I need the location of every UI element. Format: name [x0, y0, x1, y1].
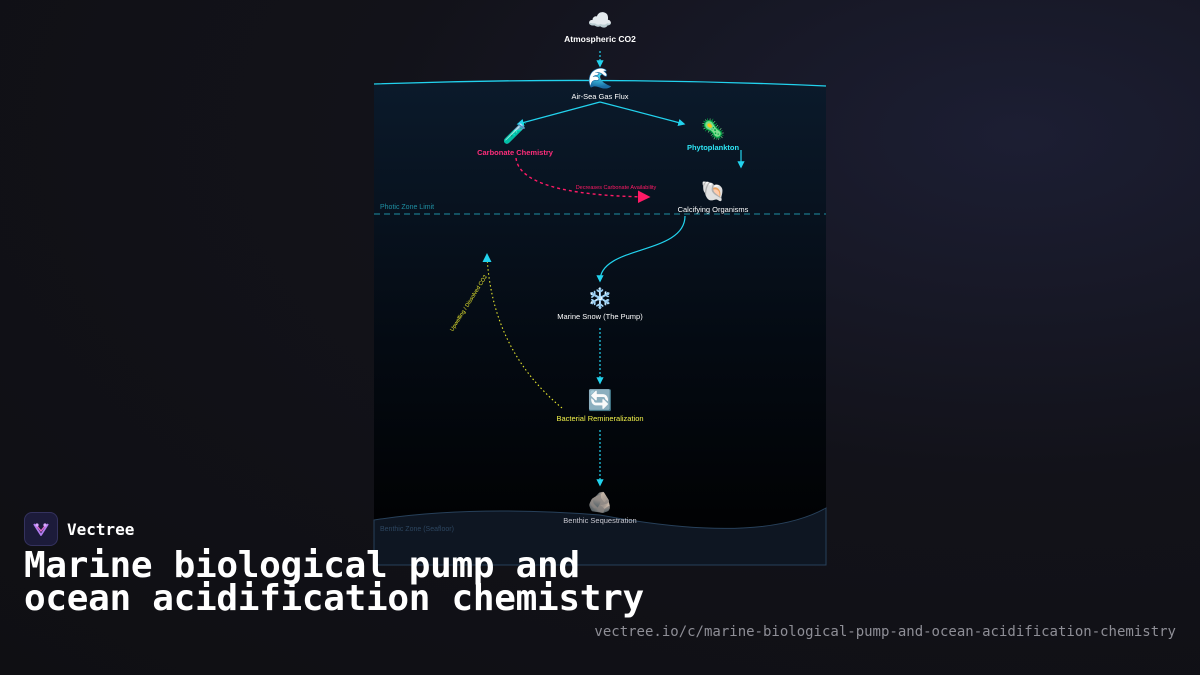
- edge-calcifiers-to-marine-snow: [596, 215, 686, 283]
- vectree-logo-icon: [24, 512, 58, 546]
- page-title: Marine biological pump and ocean acidifi…: [24, 545, 644, 619]
- node-label: Marine Snow (The Pump): [557, 312, 643, 321]
- node-label: Bacterial Remineralization: [556, 414, 643, 423]
- node-benthic-sequestration: 🪨 Benthic Sequestration: [563, 490, 636, 525]
- test-tube-icon: 🧪: [503, 121, 528, 145]
- edge-upwelling: [486, 255, 563, 409]
- rock-icon: 🪨: [588, 490, 613, 514]
- node-label: Calcifying Organisms: [678, 205, 749, 214]
- edge-carbonate-to-calcifiers: [515, 157, 651, 204]
- brand[interactable]: Vectree: [24, 512, 134, 546]
- node-air-sea-flux: 🌊 Air-Sea Gas Flux: [571, 66, 628, 101]
- sea-surface-line: [373, 79, 827, 87]
- cycle-arrows-icon: 🔄: [588, 388, 613, 412]
- shell-icon: 🐚: [701, 179, 726, 203]
- photic-zone-label: Photic Zone Limit: [380, 204, 434, 211]
- node-label: Carbonate Chemistry: [477, 148, 554, 157]
- node-label: Atmospheric CO2: [564, 34, 636, 44]
- node-bacterial-remineralization: 🔄 Bacterial Remineralization: [556, 388, 643, 423]
- edge-flux-to-carbonate: [516, 101, 601, 126]
- node-carbonate-chemistry: 🧪 Carbonate Chemistry: [477, 121, 554, 157]
- node-label: Benthic Sequestration: [563, 516, 636, 525]
- node-label: Air-Sea Gas Flux: [571, 92, 628, 101]
- source-url[interactable]: vectree.io/c/marine-biological-pump-and-…: [594, 624, 1176, 640]
- cloud-icon: ☁️: [588, 8, 613, 32]
- node-label: Phytoplankton: [687, 143, 740, 152]
- node-atmospheric-co2: ☁️ Atmospheric CO2: [564, 8, 636, 44]
- brand-name: Vectree: [67, 519, 135, 539]
- seafloor: [373, 507, 827, 566]
- edge-flux-to-phytoplankton: [599, 101, 686, 127]
- microbe-icon: 🦠: [701, 117, 726, 141]
- node-calcifying-organisms: 🐚 Calcifying Organisms: [678, 179, 749, 214]
- wave-icon: 🌊: [588, 66, 613, 90]
- node-phytoplankton: 🦠 Phytoplankton: [687, 117, 740, 152]
- benthic-zone-label: Benthic Zone (Seafloor): [380, 526, 454, 533]
- ocean-body: [374, 80, 826, 565]
- decreases-carbonate-label: Decreases Carbonate Availability: [576, 185, 657, 191]
- node-marine-snow: ❄️ Marine Snow (The Pump): [557, 286, 643, 321]
- upwelling-arrowhead: [482, 253, 492, 262]
- snowflake-icon: ❄️: [588, 286, 613, 310]
